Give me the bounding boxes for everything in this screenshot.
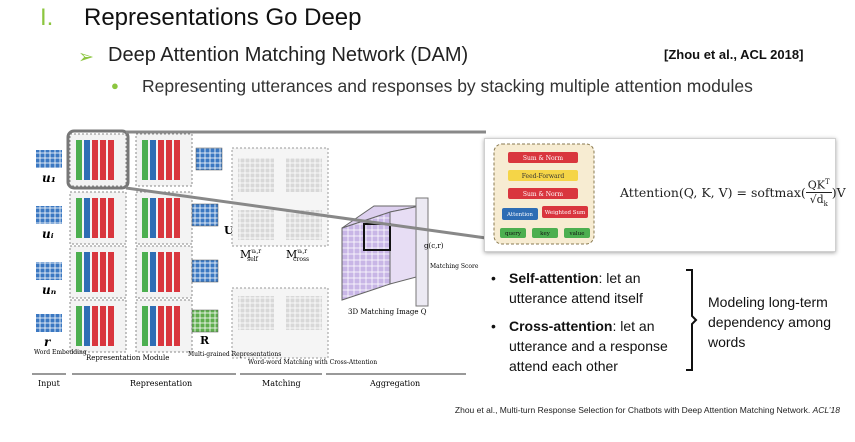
note-self-attention: •Self-attention: let an utterance attend… — [491, 270, 643, 306]
svg-text:Word-word Matching with Cross-: Word-word Matching with Cross-Attention — [248, 359, 377, 366]
attention-formula: Attention(Q, K, V) = softmax(QKT√dk)V — [620, 178, 846, 208]
response-embedding — [36, 314, 62, 332]
section-labels: Word Embedding Representation Module Mul… — [32, 349, 466, 388]
slide-title: Representations Go Deep — [84, 4, 362, 31]
matching-score-label: Matching Score — [430, 263, 479, 270]
g-label: g(c,r) — [424, 242, 444, 250]
citation: [Zhou et al., ACL 2018] — [664, 47, 804, 62]
zoom-line-bottom — [125, 186, 487, 240]
multigrained-stacks: Uᵢ R — [191, 147, 237, 347]
label-r: r — [44, 335, 52, 349]
attention-notes: •Self-attention: let an utterance attend… — [487, 268, 697, 376]
input-key: key — [540, 231, 551, 237]
matching-image-label: 3D Matching Image Q — [348, 308, 427, 316]
dam-architecture-diagram: u₁ uᵢ uₙ r — [32, 129, 487, 388]
bullet-dot-icon: ● — [111, 78, 119, 93]
note-cross-attention: •Cross-attention: let an utterance and a… — [491, 318, 668, 374]
svg-text:Word Embedding: Word Embedding — [34, 349, 87, 356]
block-sum-norm-top: Sum & Norm — [523, 155, 564, 162]
block-sum-norm-bottom: Sum & Norm — [523, 191, 564, 198]
attention-module-diagram: Sum & Norm Feed-Forward Sum & Norm Atten… — [493, 143, 595, 245]
slide-subtitle: Deep Attention Matching Network (DAM) — [108, 44, 469, 66]
section-number: I. — [40, 4, 54, 31]
right-brace-icon — [686, 269, 698, 371]
input-embeddings: u₁ uᵢ uₙ r — [36, 150, 62, 349]
section-representation: Representation — [130, 379, 192, 388]
highlight-box — [66, 129, 130, 190]
section-matching: Matching — [262, 379, 301, 388]
label-R: R — [200, 334, 210, 347]
svg-text:Multi-grained Representations: Multi-grained Representations — [188, 351, 281, 358]
section-aggregation: Aggregation — [369, 379, 420, 388]
footer-citation: Zhou et al., Multi-turn Response Selecti… — [454, 405, 840, 415]
label-ui: uᵢ — [42, 227, 54, 241]
block-weighted-sum: Weighted Sum — [545, 210, 586, 216]
input-value: value — [569, 231, 585, 237]
input-query: query — [505, 231, 522, 237]
brace-summary: Modeling long-term dependency among word… — [708, 294, 831, 350]
block-feed-forward: Feed-Forward — [522, 173, 565, 180]
bullet-text: Representing utterances and responses by… — [142, 76, 753, 96]
svg-text:Representation Module: Representation Module — [86, 354, 169, 362]
label-un: uₙ — [42, 283, 57, 297]
label-u1: u₁ — [42, 171, 56, 185]
section-input: Input — [38, 379, 61, 388]
matching-image-cube: 3D Matching Image Q g(c,r) Matching Scor… — [341, 197, 479, 316]
arrow-bullet-icon: ➢ — [78, 47, 94, 68]
representation-stacks — [66, 129, 193, 353]
block-attention: Attention — [506, 212, 533, 218]
